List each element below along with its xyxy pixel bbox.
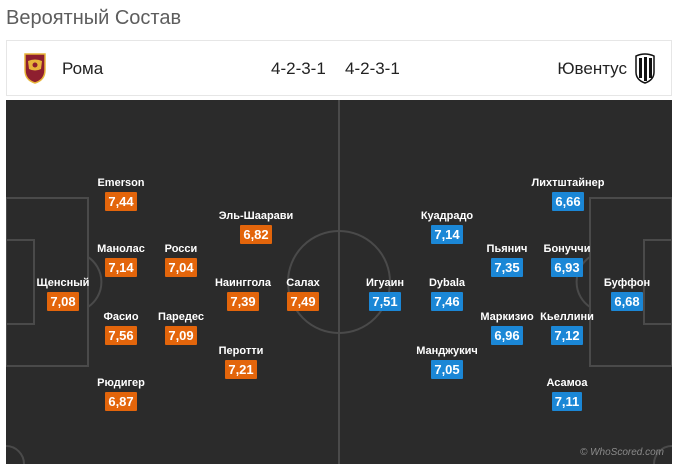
player-home-fazio[interactable]: Фасио 7,56 — [84, 311, 158, 345]
player-rating: 7,12 — [551, 326, 583, 345]
player-name: Паредес — [158, 311, 204, 323]
player-rating: 6,82 — [240, 225, 272, 244]
whoscored-watermark: © WhoScored.com — [579, 447, 664, 458]
player-name: Фасио — [103, 311, 139, 323]
player-home-el-shaarawy[interactable]: Эль-Шаарави 6,82 — [206, 210, 306, 244]
player-name: Кьеллини — [540, 311, 594, 323]
player-name: Dybala — [428, 277, 466, 289]
player-away-chiellini[interactable]: Кьеллини 7,12 — [526, 311, 608, 345]
player-name: Бонуччи — [543, 243, 591, 255]
player-rating: 7,04 — [165, 258, 197, 277]
player-away-marchisio[interactable]: Маркизио 6,96 — [464, 311, 550, 345]
player-home-perotti[interactable]: Перотти 7,21 — [204, 345, 278, 379]
juventus-crest-icon — [635, 53, 655, 84]
player-home-manolas[interactable]: Манолас 7,14 — [84, 243, 158, 277]
player-home-salah[interactable]: Салах 7,49 — [268, 277, 338, 311]
player-home-nainggolan[interactable]: Наинггола 7,39 — [208, 277, 278, 311]
player-rating: 7,39 — [227, 292, 259, 311]
player-name: Росси — [164, 243, 198, 255]
player-rating: 7,05 — [431, 360, 463, 379]
player-away-lichtsteiner[interactable]: Лихтштайнер 6,66 — [498, 177, 638, 211]
player-rating: 7,56 — [105, 326, 137, 345]
player-rating: 7,08 — [47, 292, 79, 311]
pitch: Emerson 7,44 Манолас 7,14 Щенсный 7,08 Ф… — [6, 100, 672, 464]
player-name: Лихтштайнер — [531, 177, 605, 189]
away-formation: 4-2-3-1 — [345, 59, 400, 78]
player-name: Асамоа — [546, 377, 588, 389]
player-name: Щенсный — [36, 277, 90, 289]
pitch-markings — [6, 100, 672, 464]
player-rating: 6,68 — [611, 292, 643, 311]
player-rating: 7,44 — [105, 192, 137, 211]
player-rating: 7,49 — [287, 292, 319, 311]
player-rating: 7,14 — [105, 258, 137, 277]
player-name: Emerson — [97, 177, 145, 189]
player-name: Салах — [286, 277, 320, 289]
player-name: Куадрадо — [420, 210, 474, 222]
player-rating: 6,66 — [552, 192, 584, 211]
player-rating: 7,35 — [491, 258, 523, 277]
player-name: Игуаин — [366, 277, 404, 289]
home-formation: 4-2-3-1 — [271, 59, 326, 78]
player-rating: 7,21 — [225, 360, 257, 379]
player-name: Манолас — [97, 243, 145, 255]
player-name: Манджукич — [416, 345, 478, 357]
player-name: Буффон — [603, 277, 651, 289]
player-home-rudiger[interactable]: Рюдигер 6,87 — [84, 377, 158, 411]
player-away-pjanic[interactable]: Пьянич 7,35 — [470, 243, 544, 277]
player-home-rossi[interactable]: Росси 7,04 — [144, 243, 218, 277]
player-name: Рюдигер — [97, 377, 145, 389]
player-home-emerson[interactable]: Emerson 7,44 — [84, 177, 158, 211]
player-name: Пьянич — [486, 243, 528, 255]
team-header-bar: Рома 4-2-3-1 4-2-3-1 Ювентус — [6, 40, 672, 96]
player-away-buffon[interactable]: Буффон 6,68 — [590, 277, 664, 311]
away-team-name: Ювентус — [557, 59, 627, 78]
player-away-mandzukic[interactable]: Манджукич 7,05 — [402, 345, 492, 379]
player-rating: 7,51 — [369, 292, 401, 311]
player-away-cuadrado[interactable]: Куадрадо 7,14 — [402, 210, 492, 244]
player-name: Наинггола — [214, 277, 272, 289]
player-name: Эль-Шаарави — [218, 210, 294, 222]
player-rating: 7,14 — [431, 225, 463, 244]
player-away-asamoah[interactable]: Асамоа 7,11 — [530, 377, 604, 411]
player-away-dybala[interactable]: Dybala 7,46 — [410, 277, 484, 311]
player-rating: 6,93 — [551, 258, 583, 277]
page-title: Вероятный Состав — [6, 7, 182, 29]
roma-crest-icon — [24, 53, 46, 84]
player-away-higuain[interactable]: Игуаин 7,51 — [348, 277, 422, 311]
player-rating: 7,09 — [165, 326, 197, 345]
player-name: Маркизио — [480, 311, 534, 323]
player-rating: 6,96 — [491, 326, 523, 345]
player-home-szczesny[interactable]: Щенсный 7,08 — [26, 277, 100, 311]
home-team-name: Рома — [62, 59, 104, 78]
player-home-paredes[interactable]: Паредес 7,09 — [144, 311, 218, 345]
player-rating: 7,11 — [551, 392, 583, 411]
player-name: Перотти — [218, 345, 264, 357]
player-away-bonucci[interactable]: Бонуччи 6,93 — [530, 243, 604, 277]
player-rating: 7,46 — [431, 292, 463, 311]
player-rating: 6,87 — [105, 392, 137, 411]
